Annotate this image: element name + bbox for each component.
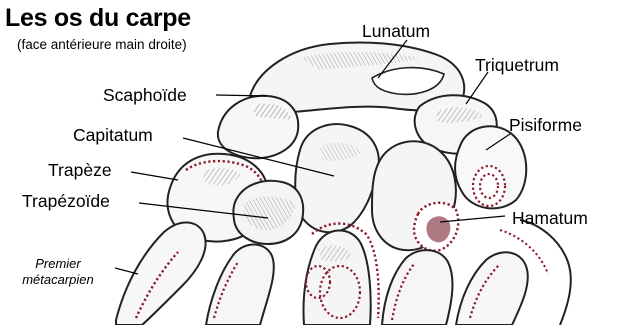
label-capitatum: Capitatum [73,127,153,145]
label-trapeze: Trapèze [48,162,112,180]
capitatum-bone [295,124,379,232]
diagram-subtitle: (face antérieure main droite) [17,37,187,52]
premier-metacarpien-bone [116,222,206,325]
label-lunatum: Lunatum [362,23,430,41]
label-pisiforme: Pisiforme [509,117,582,135]
label-hamatum: Hamatum [512,210,588,228]
fifth-metacarpal-bone [456,252,528,325]
third-metacarpal-bone [304,230,371,325]
label-scaphoide: Scaphoïde [103,87,187,105]
label-premier-metacarpien-line2: métacarpien [8,272,108,288]
diagram-title: Les os du carpe [5,4,191,33]
label-trapezoide: Trapézoïde [22,193,110,211]
label-premier-metacarpien-line1: Premier [8,256,108,272]
label-triquetrum: Triquetrum [475,57,559,75]
label-premier-metacarpien: Premier métacarpien [8,256,108,289]
leader-trapeze [131,172,178,180]
